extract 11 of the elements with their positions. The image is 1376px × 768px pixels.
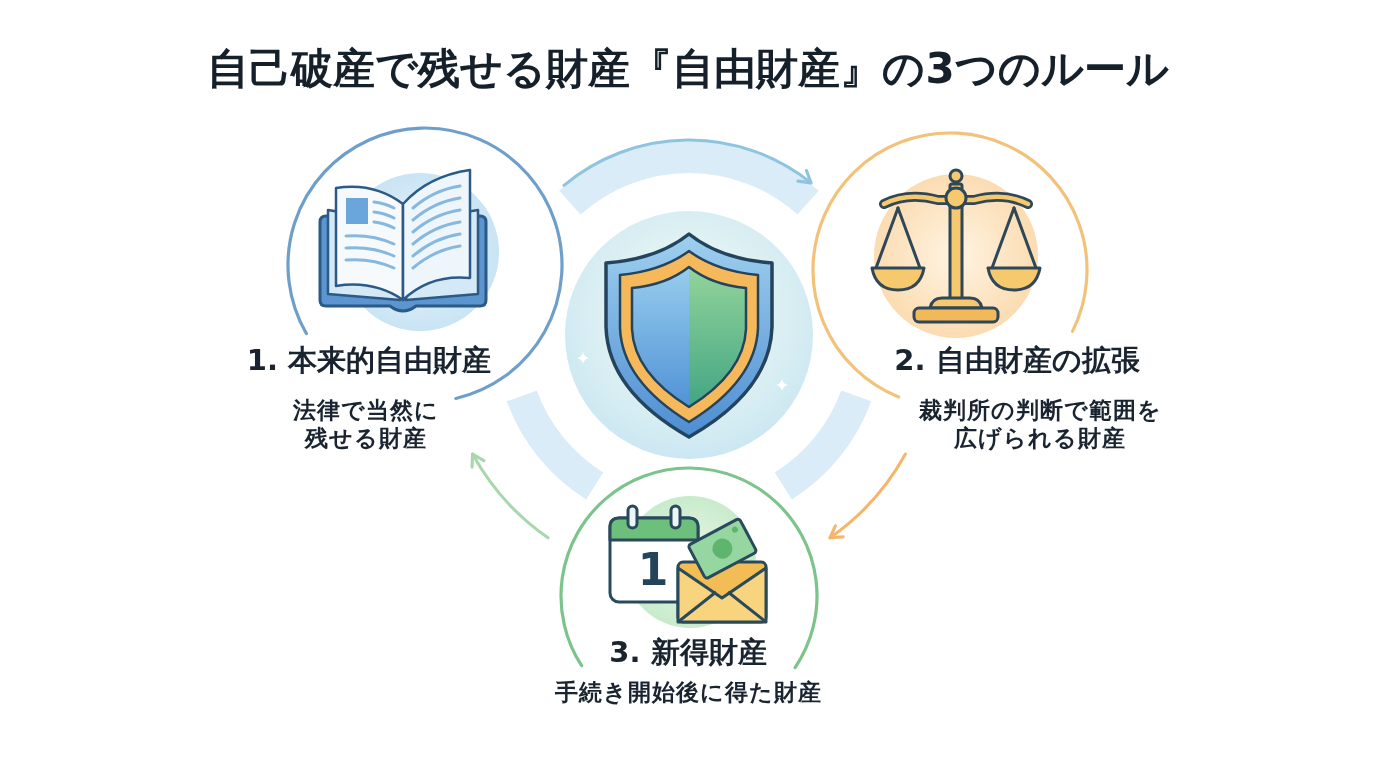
calendar-date: 1 [637, 548, 669, 592]
rule-description: 手続き開始後に得た財産 [554, 678, 822, 706]
rule-heading: 1. 本来的自由財産 [246, 342, 492, 378]
cycle-arrow [562, 138, 813, 187]
cycle-arrow [471, 452, 550, 540]
rule-description: 法律で当然に残せる財産 [292, 396, 440, 452]
rule-heading: 2. 自由財産の拡張 [894, 342, 1140, 378]
cycle-arrow [828, 452, 907, 540]
rule-description: 裁判所の判断で範囲を広げられる財産 [917, 396, 1163, 452]
rule-heading: 3. 新得財産 [609, 634, 767, 670]
diagram-title: 自己破産で残せる財産『自由財産』の3つのルール [207, 44, 1169, 94]
